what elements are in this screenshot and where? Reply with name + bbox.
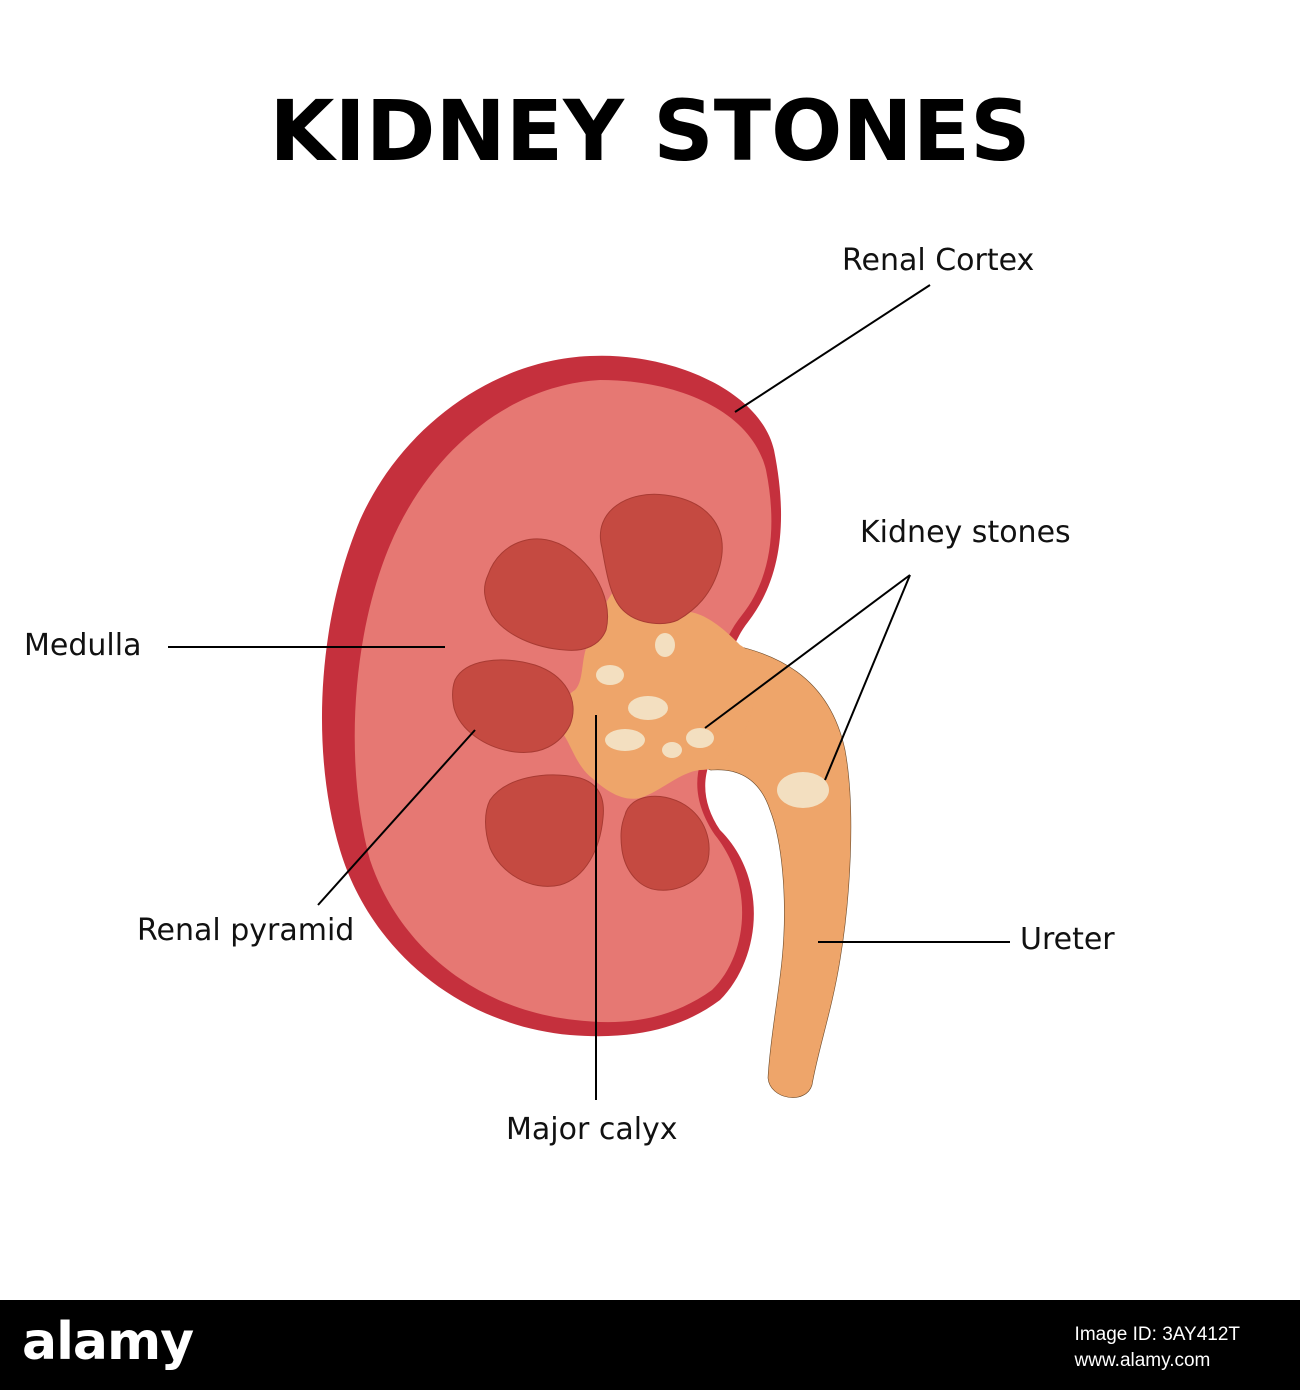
ureter-tube (693, 639, 852, 1098)
renal-pyramid-lower-left (485, 774, 604, 887)
kidney-stone (596, 665, 624, 685)
leader-kidney-stones-a (704, 574, 911, 729)
renal-pyramid-top (599, 493, 723, 625)
kidney-stone (777, 772, 829, 808)
label-ureter: Ureter (1020, 922, 1115, 957)
label-kidney-stones: Kidney stones (860, 515, 1071, 550)
footer-meta: Image ID: 3AY412T www.alamy.com (1075, 1322, 1240, 1374)
kidney-stone (686, 728, 714, 748)
label-renal-pyramid: Renal pyramid (137, 913, 355, 948)
label-renal-cortex: Renal Cortex (842, 243, 1035, 278)
leader-lines (168, 284, 1010, 1100)
brand-logo: alamy (22, 1312, 194, 1372)
page-title: KIDNEY STONES (269, 82, 1031, 180)
renal-pyramid-upper-left (484, 538, 608, 651)
renal-pyramid-lower-right (620, 795, 710, 891)
label-major-calyx: Major calyx (506, 1112, 678, 1147)
kidney-stone (628, 696, 668, 720)
kidney-stone (605, 729, 645, 751)
renal-pyramid-middle-left (452, 659, 574, 754)
leader-renal-cortex (734, 284, 931, 413)
kidney-stone (655, 633, 675, 657)
kidney-stones-group (596, 633, 829, 808)
leader-renal-pyramid (317, 729, 476, 906)
kidney-stone (662, 742, 682, 758)
diagram-stage: KIDNEY STONES (24, 82, 1115, 1147)
image-id: Image ID: 3AY412T (1074, 1324, 1240, 1345)
leader-kidney-stones-b (824, 574, 911, 781)
kidney-illustration (168, 284, 1010, 1100)
site-url: www.alamy.com (1074, 1350, 1211, 1371)
footer-bar: alamy Image ID: 3AY412T www.alamy.com (0, 1300, 1300, 1390)
label-medulla: Medulla (24, 628, 142, 663)
